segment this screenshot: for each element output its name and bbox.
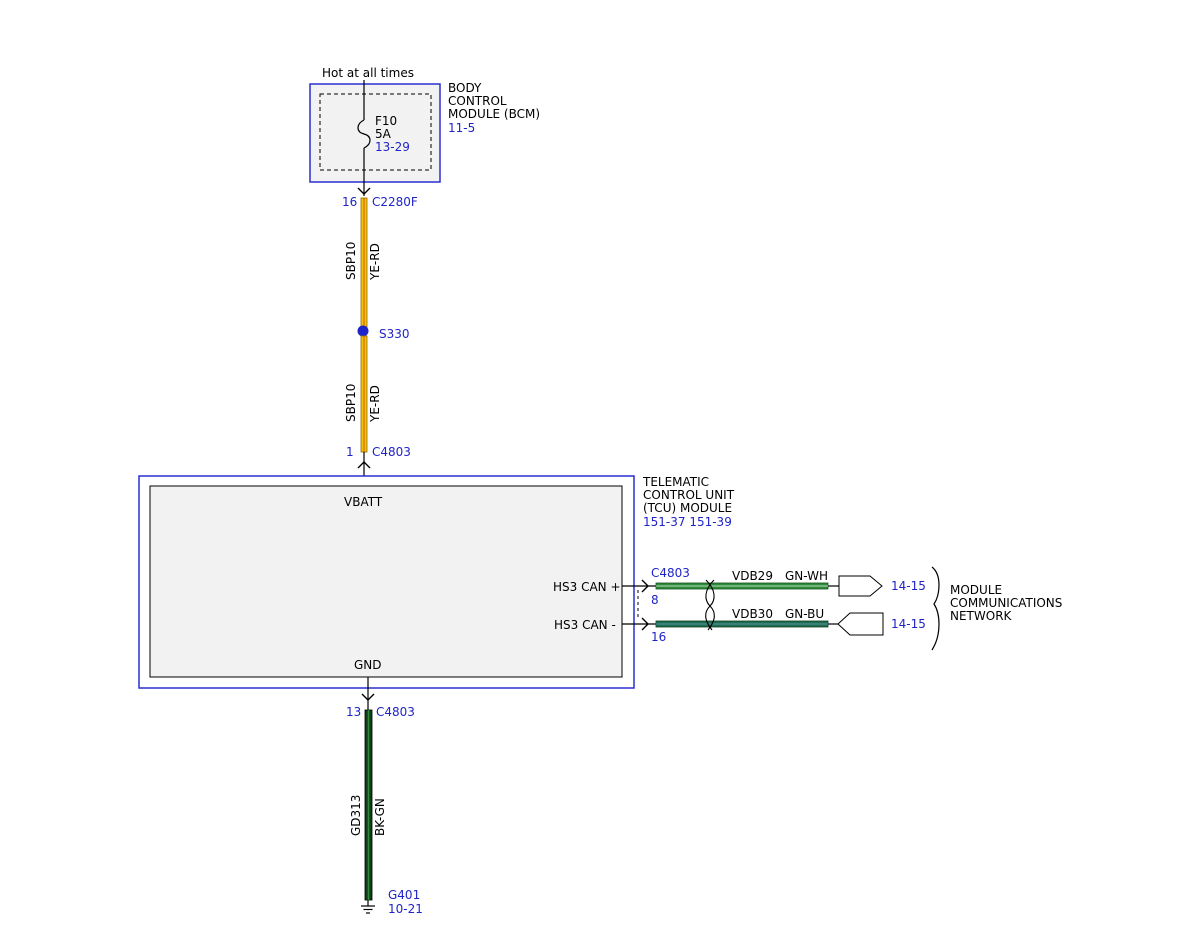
- bcm-name-line-1: BODY: [448, 81, 482, 95]
- tcu-pin-vbatt: VBATT: [344, 495, 383, 509]
- wire-gd313-color: BK-GN: [373, 798, 387, 836]
- bcm-name-line-2: CONTROL: [448, 94, 507, 108]
- wire-vdb29-circuit: VDB29: [732, 569, 773, 583]
- ground-symbol: [361, 900, 375, 914]
- ground-g401-ref[interactable]: 10-21: [388, 902, 423, 916]
- wire-vdb30-color: GN-BU: [785, 607, 824, 621]
- hot-at-all-times-label: Hot at all times: [322, 66, 414, 80]
- vdb30-offpage-connector[interactable]: [837, 612, 884, 636]
- wire-vdb29-color: GN-WH: [785, 569, 828, 583]
- ground-g401-id[interactable]: G401: [388, 888, 420, 902]
- connector-c4803-vbatt-arrow: [357, 461, 371, 469]
- fuse-ref[interactable]: 13-29: [375, 140, 410, 154]
- bcm-fuse-box-dashed: [319, 93, 432, 171]
- c4803-gnd-name[interactable]: C4803: [376, 705, 415, 719]
- bcm-name-line-3: MODULE (BCM): [448, 107, 540, 121]
- network-name-line-2: COMMUNICATIONS: [950, 596, 1062, 610]
- wire-vdb30-circuit: VDB30: [732, 607, 773, 621]
- tcu-pin-can-minus: HS3 CAN -: [554, 618, 616, 632]
- wire-sbp10-lower-color: YE-RD: [368, 385, 382, 423]
- c2280f-pin: 16: [342, 195, 357, 209]
- vdb29-offpage-connector[interactable]: [838, 575, 883, 597]
- connector-c4803-can-minus-arrow: [641, 617, 649, 631]
- bcm-module-box: [309, 83, 441, 183]
- c4803-vbatt-pin: 1: [346, 445, 354, 459]
- network-name-line-3: NETWORK: [950, 609, 1013, 623]
- tcu-name-line-1: TELEMATIC: [642, 475, 709, 489]
- network-name-line-1: MODULE: [950, 583, 1002, 597]
- c4803-gnd-pin: 13: [346, 705, 361, 719]
- splice-s330-label[interactable]: S330: [379, 327, 410, 341]
- vdb29-ref[interactable]: 14-15: [891, 579, 926, 593]
- wire-sbp10-upper-circuit: SBP10: [344, 242, 358, 280]
- network-brace: [931, 566, 940, 651]
- fuse-symbol: [357, 119, 371, 149]
- c2280f-name[interactable]: C2280F: [372, 195, 418, 209]
- tcu-name-line-2: CONTROL UNIT: [643, 488, 735, 502]
- twisted-pair-symbol-2: [705, 579, 715, 631]
- wire-sbp10-lower-circuit: SBP10: [344, 384, 358, 422]
- connector-c4803-gnd-arrow: [361, 693, 375, 701]
- connector-c4803-can-plus-arrow: [641, 579, 649, 593]
- connector-c2280f-arrow: [357, 187, 371, 195]
- fuse-rating: 5A: [375, 127, 392, 141]
- bcm-page-ref[interactable]: 11-5: [448, 121, 475, 135]
- c4803-can-plus-name[interactable]: C4803: [651, 566, 690, 580]
- tcu-inner-box: [149, 485, 623, 678]
- tcu-pin-gnd: GND: [354, 658, 382, 672]
- c4803-can-plus-pin: 8: [651, 593, 659, 607]
- wire-gd313-circuit: GD313: [349, 795, 363, 836]
- tcu-name-line-3: (TCU) MODULE: [643, 501, 732, 515]
- tcu-page-refs[interactable]: 151-37 151-39: [643, 515, 732, 529]
- wire-sbp10-upper-color: YE-RD: [368, 243, 382, 281]
- splice-s330-dot[interactable]: [357, 325, 369, 337]
- fuse-id: F10: [375, 114, 397, 128]
- c4803-vbatt-name[interactable]: C4803: [372, 445, 411, 459]
- c4803-can-minus-pin: 16: [651, 630, 666, 644]
- vdb30-ref[interactable]: 14-15: [891, 617, 926, 631]
- tcu-pin-can-plus: HS3 CAN +: [553, 580, 621, 594]
